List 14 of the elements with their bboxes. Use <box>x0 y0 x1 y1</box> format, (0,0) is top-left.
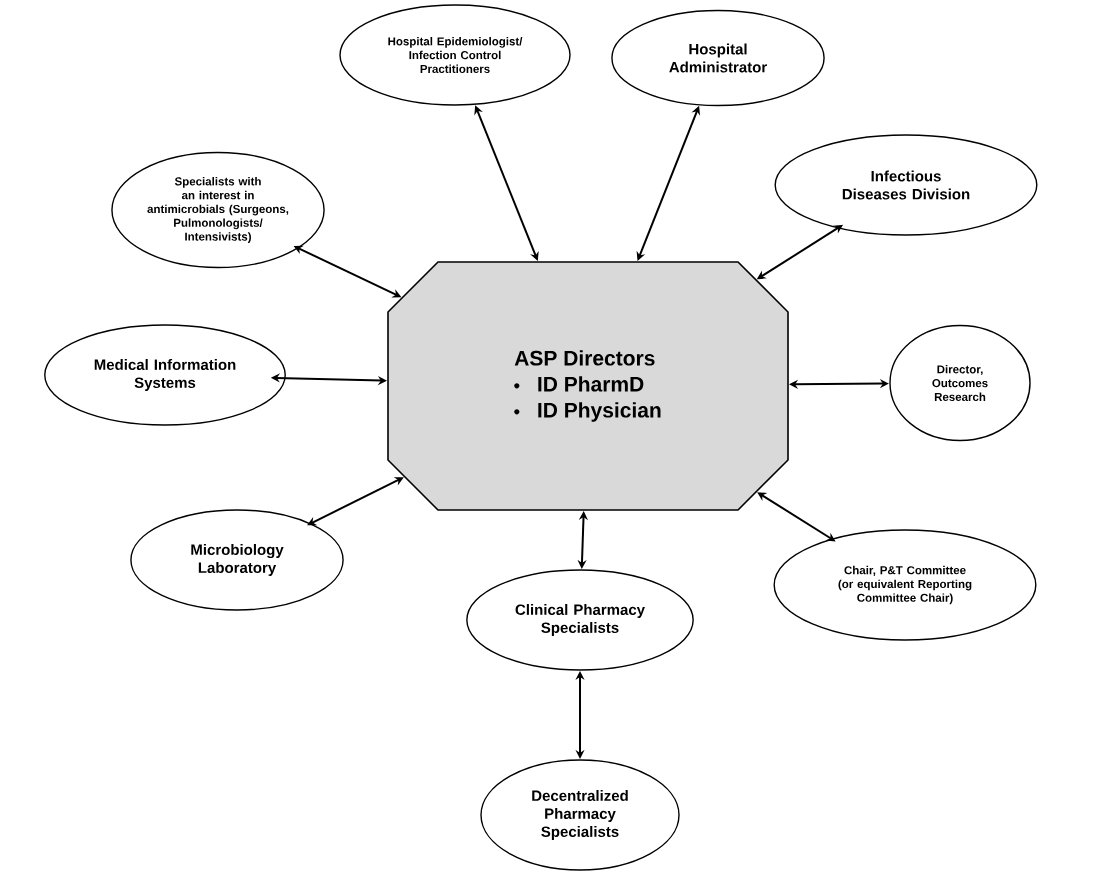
double-arrow <box>575 671 585 759</box>
ellipse-node: Specialists with an interest in antimicrobials (Surgeons, Pulmonologists/ Intensivists) <box>111 151 325 269</box>
ellipse-node: Clinical Pharmacy Specialists <box>466 569 694 671</box>
ellipse-node: Director, Outcomes Research <box>889 324 1031 442</box>
ellipse-node: Chair, P&T Committee (or equivalent Reporting Committee Chair) <box>773 529 1037 641</box>
octagon-box: ASP Directors ID PharmD ID Physician <box>387 261 789 511</box>
ellipse-node: Infectious Diseases Division <box>774 134 1038 236</box>
ellipse-node: Hospital Epidemiologist/ Infection Control Practitioners <box>339 4 571 106</box>
ellipse-node: Hospital Administrator <box>611 9 825 107</box>
ellipse-node: Microbiology Laboratory <box>130 509 344 611</box>
double-arrow <box>789 379 889 389</box>
double-arrow <box>307 477 404 526</box>
ellipse-node: Medical Information Systems <box>44 324 286 426</box>
ellipse-node: Decentralized Pharmacy Specialists <box>480 759 680 871</box>
